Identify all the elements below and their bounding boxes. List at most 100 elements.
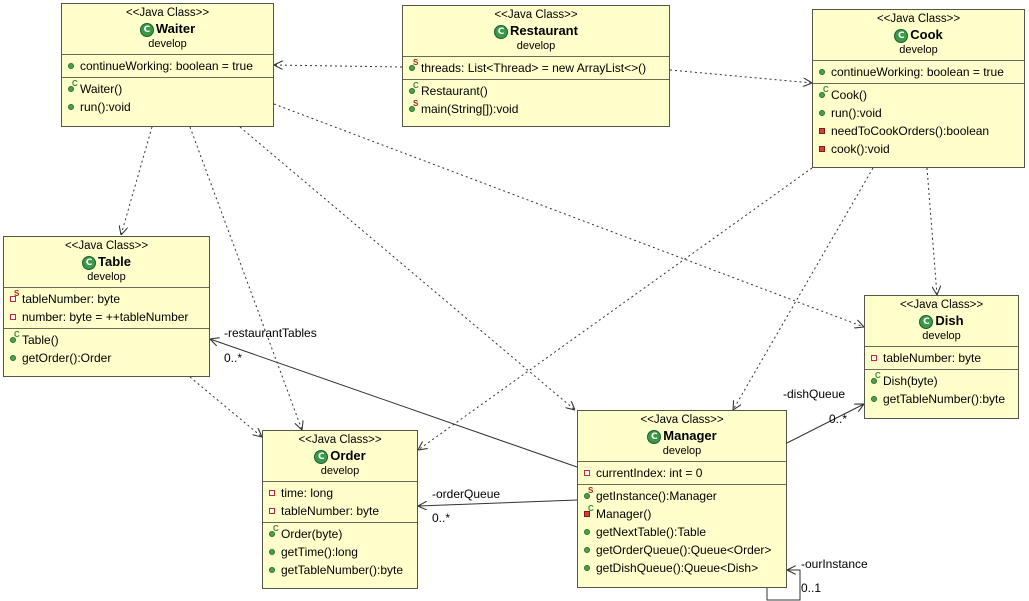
method-item[interactable]: getTime():long: [269, 543, 417, 561]
public-visibility-icon: [584, 493, 590, 499]
constructor-marker-icon: C: [14, 330, 20, 339]
private-visibility-icon: [10, 314, 16, 320]
field-item[interactable]: tableNumber: byte: [871, 349, 1018, 367]
assoc-manager-table: [210, 339, 578, 468]
member-text: needToCookOrders():boolean: [831, 124, 990, 138]
member-text: Dish(byte): [883, 374, 938, 388]
package-name: develop: [87, 271, 126, 283]
field-item[interactable]: time: long: [269, 484, 417, 502]
method-item[interactable]: run():void: [68, 98, 273, 116]
class-name: Order: [330, 448, 366, 463]
member-text: continueWorking: boolean = true: [831, 65, 1004, 79]
field-item[interactable]: continueWorking: boolean = true: [819, 63, 1024, 81]
mult-label-our-instance: 0..1: [801, 581, 822, 595]
method-item[interactable]: getDishQueue():Queue<Dish>: [584, 559, 786, 577]
private-visibility-icon: [871, 355, 877, 361]
private-visibility-icon: [819, 128, 825, 134]
role-label-order-queue: -orderQueue: [432, 487, 501, 501]
stereotype: <<Java Class>>: [876, 13, 961, 25]
method-item[interactable]: run():void: [819, 104, 1024, 122]
constructor-marker-icon: C: [413, 81, 419, 90]
constructor-marker-icon: C: [273, 524, 279, 533]
stereotype: <<Java Class>>: [64, 240, 149, 252]
mult-label-order-queue: 0..*: [432, 511, 451, 525]
method-item[interactable]: getOrderQueue():Queue<Order>: [584, 541, 786, 559]
member-text: getInstance():Manager: [596, 489, 717, 503]
method-item[interactable]: getNextTable():Table: [584, 523, 786, 541]
member-text: currentIndex: int = 0: [596, 466, 703, 480]
class-name: Dish: [935, 313, 964, 328]
fields-section: currentIndex: int = 0: [578, 462, 786, 485]
static-marker-icon: S: [413, 58, 419, 67]
stereotype: <<Java Class>>: [298, 434, 382, 446]
public-visibility-icon: [584, 547, 590, 553]
field-item[interactable]: continueWorking: boolean = true: [68, 57, 273, 75]
method-item[interactable]: getTableNumber():byte: [871, 390, 1018, 408]
dep-cook-order: [418, 167, 813, 450]
field-item[interactable]: tableNumber: byte: [269, 502, 417, 520]
class-name: Restaurant: [510, 23, 578, 38]
assoc-manager-self: [766, 570, 801, 601]
public-visibility-icon: [819, 110, 825, 116]
method-item[interactable]: getTableNumber():byte: [269, 561, 417, 579]
member-text: getOrder():Order: [22, 351, 112, 365]
member-text: continueWorking: boolean = true: [80, 59, 253, 73]
member-text: run():void: [80, 100, 131, 114]
public-visibility-icon: [269, 567, 275, 573]
dep-restaurant-waiter: [274, 65, 403, 67]
class-icon: C: [894, 29, 909, 43]
member-text: Cook(): [831, 88, 868, 102]
private-visibility-icon: [10, 296, 16, 302]
class-icon: C: [139, 23, 154, 37]
role-label-restaurant-tables: -restaurantTables: [224, 326, 317, 340]
public-visibility-icon: [409, 88, 415, 94]
public-visibility-icon: [68, 104, 74, 110]
member-text: threads: List<Thread> = new ArrayList<>(…: [421, 61, 647, 75]
private-visibility-icon: [584, 470, 590, 476]
dep-waiter-table: [121, 126, 153, 235]
assoc-manager-dish: [786, 404, 864, 444]
method-item[interactable]: needToCookOrders():boolean: [819, 122, 1024, 140]
member-text: Waiter(): [80, 82, 123, 96]
stereotype: <<Java Class>>: [125, 7, 210, 19]
constructor-marker-icon: C: [823, 85, 829, 94]
package-name: develop: [148, 38, 187, 50]
private-visibility-icon: [584, 511, 590, 517]
member-text: time: long: [281, 486, 334, 500]
field-item[interactable]: number: byte = ++tableNumber: [10, 308, 209, 326]
fields-section: time: long tableNumber: byte: [263, 482, 417, 523]
method-item[interactable]: getOrder():Order: [10, 349, 209, 367]
package-name: develop: [516, 40, 556, 52]
class-name: Manager: [663, 428, 717, 443]
member-text: tableNumber: byte: [281, 504, 380, 518]
field-item[interactable]: currentIndex: int = 0: [584, 464, 786, 482]
public-visibility-icon: [584, 529, 590, 535]
member-text: getNextTable():Table: [596, 525, 707, 539]
constructor-marker-icon: C: [875, 371, 881, 380]
fields-section: continueWorking: boolean = true: [813, 61, 1024, 84]
method-item[interactable]: cook():void: [819, 140, 1024, 158]
private-visibility-icon: [269, 490, 275, 496]
static-marker-icon: S: [413, 99, 419, 108]
